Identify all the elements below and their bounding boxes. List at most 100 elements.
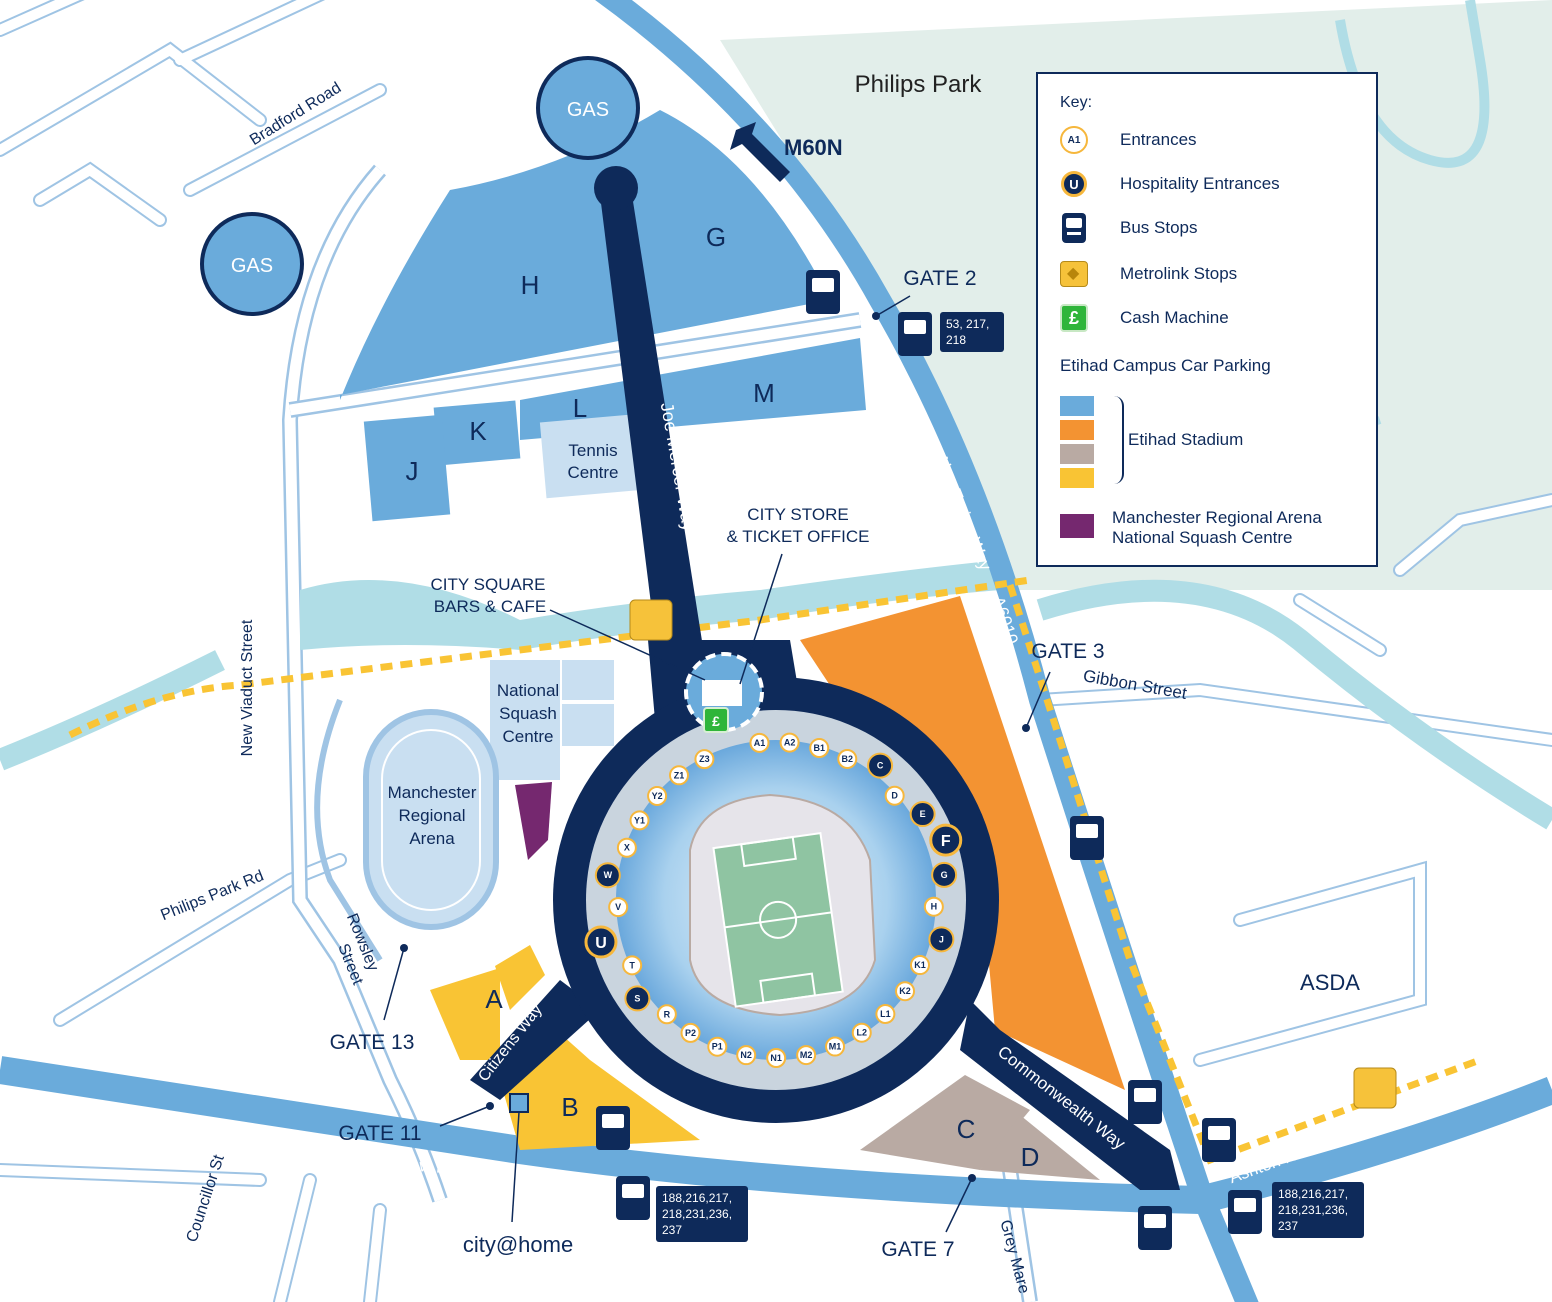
- car-park-b-label: B: [561, 1092, 578, 1122]
- arena-label: Arena: [409, 829, 455, 848]
- bus-route-text: 218: [946, 333, 966, 347]
- bus-route-box: [940, 312, 1004, 352]
- entrance-marker: W: [594, 862, 621, 889]
- entrance-label: P1: [712, 1042, 723, 1052]
- tennis-centre-building: [539, 413, 647, 499]
- entrance-marker: N2: [736, 1045, 757, 1066]
- gas-label: GAS: [231, 255, 273, 277]
- entrance-label: H: [931, 902, 938, 912]
- entrance-marker: C: [867, 752, 894, 779]
- key-row-bus: Bus Stops: [1060, 213, 1198, 243]
- entrance-marker: X: [616, 837, 637, 858]
- entrance-label: N1: [770, 1053, 782, 1063]
- gas-label: GAS: [567, 99, 609, 121]
- city-at-home-label: city@home: [463, 1232, 573, 1257]
- entrance-label: F: [941, 833, 951, 850]
- car-park-d: [980, 1115, 1100, 1180]
- key-bus-label: Bus Stops: [1120, 218, 1198, 237]
- joe-mercer-way-road: [600, 195, 705, 660]
- hospitality-entrance-marker: F: [929, 823, 963, 857]
- national-squash-centre-building: [490, 660, 560, 780]
- alan-turing-way-road: [595, 0, 1259, 1302]
- entrance-icon: A1: [1060, 126, 1088, 154]
- entrance-marker: S: [624, 985, 651, 1012]
- entrance-marker: A2: [779, 732, 800, 753]
- car-park-m-label: M: [753, 378, 775, 408]
- key-title: Key:: [1060, 94, 1093, 111]
- key-brace: [1112, 396, 1124, 484]
- entrance-label: V: [615, 902, 621, 912]
- bus-route-text: 237: [662, 1223, 682, 1237]
- entrance-marker: B1: [809, 738, 830, 759]
- cash-machine-icon: £: [1060, 304, 1088, 332]
- entrance-marker: M2: [796, 1045, 817, 1066]
- entrance-marker: A1: [749, 732, 770, 753]
- entrance-label: C: [877, 761, 884, 771]
- bus-route-text: 188,216,217,: [662, 1191, 732, 1205]
- entrance-label: A2: [784, 738, 796, 748]
- entrance-marker: K2: [895, 981, 916, 1002]
- entrance-marker: D: [884, 785, 905, 806]
- key-entrances-label: Entrances: [1120, 130, 1197, 149]
- entrance-label: B2: [842, 754, 854, 764]
- entrance-label: D: [891, 791, 898, 801]
- philips-park-label: Philips Park: [855, 71, 983, 98]
- key-etihad-label: Etihad Stadium: [1128, 430, 1244, 449]
- metrolink-line: [68, 576, 1031, 739]
- tennis-centre-label: Centre: [567, 463, 618, 482]
- swatch-blue: [1060, 396, 1094, 416]
- city-store-label: CITY STORE: [747, 505, 848, 524]
- squash-label: Centre: [502, 727, 553, 746]
- car-park-j: [363, 414, 451, 522]
- entrance-marker: G: [931, 861, 958, 888]
- car-park-h-label: H: [521, 270, 540, 300]
- metrolink-stop: [1353, 1067, 1397, 1109]
- entrance-label: M2: [800, 1050, 813, 1060]
- gas-holder: [200, 212, 304, 316]
- entrance-marker: B2: [837, 748, 858, 769]
- key-mra-line1: Manchester Regional Arena: [1112, 508, 1322, 527]
- metrolink-stop: [629, 599, 673, 641]
- entrance-label: J: [939, 934, 944, 944]
- entrance-marker: K1: [909, 955, 930, 976]
- entrance-marker: J: [928, 926, 955, 953]
- entrance-marker: E: [909, 801, 936, 828]
- car-park-k-label: K: [469, 416, 487, 446]
- entrance-label: B1: [813, 743, 825, 753]
- city-square-label: CITY SQUARE: [431, 575, 546, 594]
- manchester-regional-arena-purple: [515, 782, 552, 860]
- key-metrolink-label: Metrolink Stops: [1120, 264, 1238, 283]
- councillor-st-label: Councillor St: [184, 1152, 228, 1244]
- m60n-label: M60N: [784, 135, 843, 160]
- entrance-marker: Z3: [694, 749, 715, 770]
- key-cash-label: Cash Machine: [1120, 308, 1229, 327]
- car-park-a-label: A: [485, 984, 503, 1014]
- entrance-label: K2: [899, 986, 911, 996]
- entrance-marker: P2: [680, 1022, 701, 1043]
- bus-icon: [1062, 213, 1086, 243]
- entrance-marker: H: [923, 896, 944, 917]
- city-store-label: & TICKET OFFICE: [727, 527, 870, 546]
- key-row-cash: £ Cash Machine: [1060, 304, 1229, 332]
- key-hospitality-label: Hospitality Entrances: [1120, 174, 1280, 193]
- car-park-c-label: C: [957, 1114, 976, 1144]
- entrance-marker: P1: [707, 1036, 728, 1057]
- entrance-label: Y1: [634, 815, 645, 825]
- entrance-label: Z3: [699, 754, 710, 764]
- arena-label: Regional: [398, 806, 465, 825]
- key-row-metrolink: Metrolink Stops: [1060, 260, 1237, 288]
- entrance-label: L2: [857, 1028, 868, 1038]
- gate-3-label: GATE 3: [1031, 640, 1104, 663]
- car-park-g-label: G: [706, 222, 726, 252]
- squash-label: Squash: [499, 704, 557, 723]
- key-row-hospitality: U Hospitality Entrances: [1060, 170, 1280, 198]
- arena-label: Manchester: [388, 783, 477, 802]
- gas-holder: [536, 56, 640, 160]
- bus-route-text: 188,216,217,: [1278, 1187, 1348, 1201]
- key-mra-line2: National Squash Centre: [1112, 528, 1293, 547]
- athletics-track: [363, 709, 499, 930]
- entrance-label: N2: [740, 1050, 752, 1060]
- commonwealth-way-road: [960, 1000, 1180, 1190]
- entrance-marker: L1: [875, 1004, 896, 1025]
